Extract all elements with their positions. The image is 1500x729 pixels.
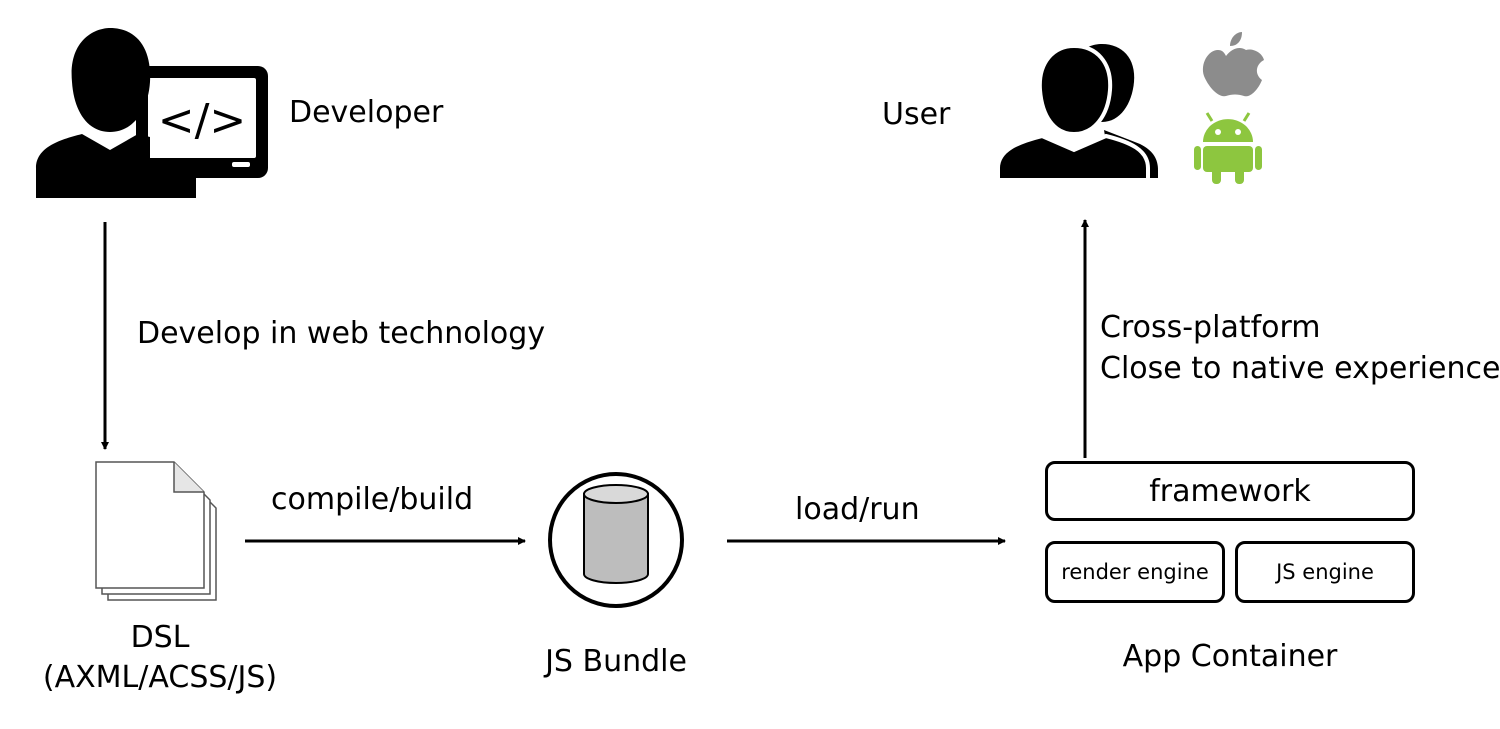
dsl-title: DSL <box>130 620 190 655</box>
app-container-title: App Container <box>1122 639 1338 674</box>
user-label: User <box>882 97 951 132</box>
apple-icon <box>1202 32 1264 97</box>
render-engine-box: render engine <box>1045 541 1225 603</box>
bundle-title: JS Bundle <box>545 644 687 679</box>
dsl-subtitle: (AXML/ACSS/JS) <box>42 660 278 695</box>
android-icon <box>1194 112 1262 184</box>
svg-text:</>: </> <box>158 95 247 146</box>
database-icon <box>548 472 684 608</box>
users-icon <box>996 43 1158 182</box>
framework-box: framework <box>1045 461 1415 521</box>
benefit-line2: Close to native experience <box>1100 351 1500 386</box>
developer-laptop-icon: </> <box>36 28 268 198</box>
develop-edge-label: Develop in web technology <box>137 316 546 351</box>
load-edge-label: load/run <box>795 492 920 527</box>
js-engine-label: JS engine <box>1276 560 1374 584</box>
documents-icon <box>95 461 217 601</box>
compile-edge-label: compile/build <box>271 482 474 517</box>
developer-label: Developer <box>289 95 444 130</box>
benefit-line1: Cross-platform <box>1100 310 1321 345</box>
render-engine-label: render engine <box>1061 560 1209 584</box>
framework-label: framework <box>1149 473 1311 509</box>
js-engine-box: JS engine <box>1235 541 1415 603</box>
